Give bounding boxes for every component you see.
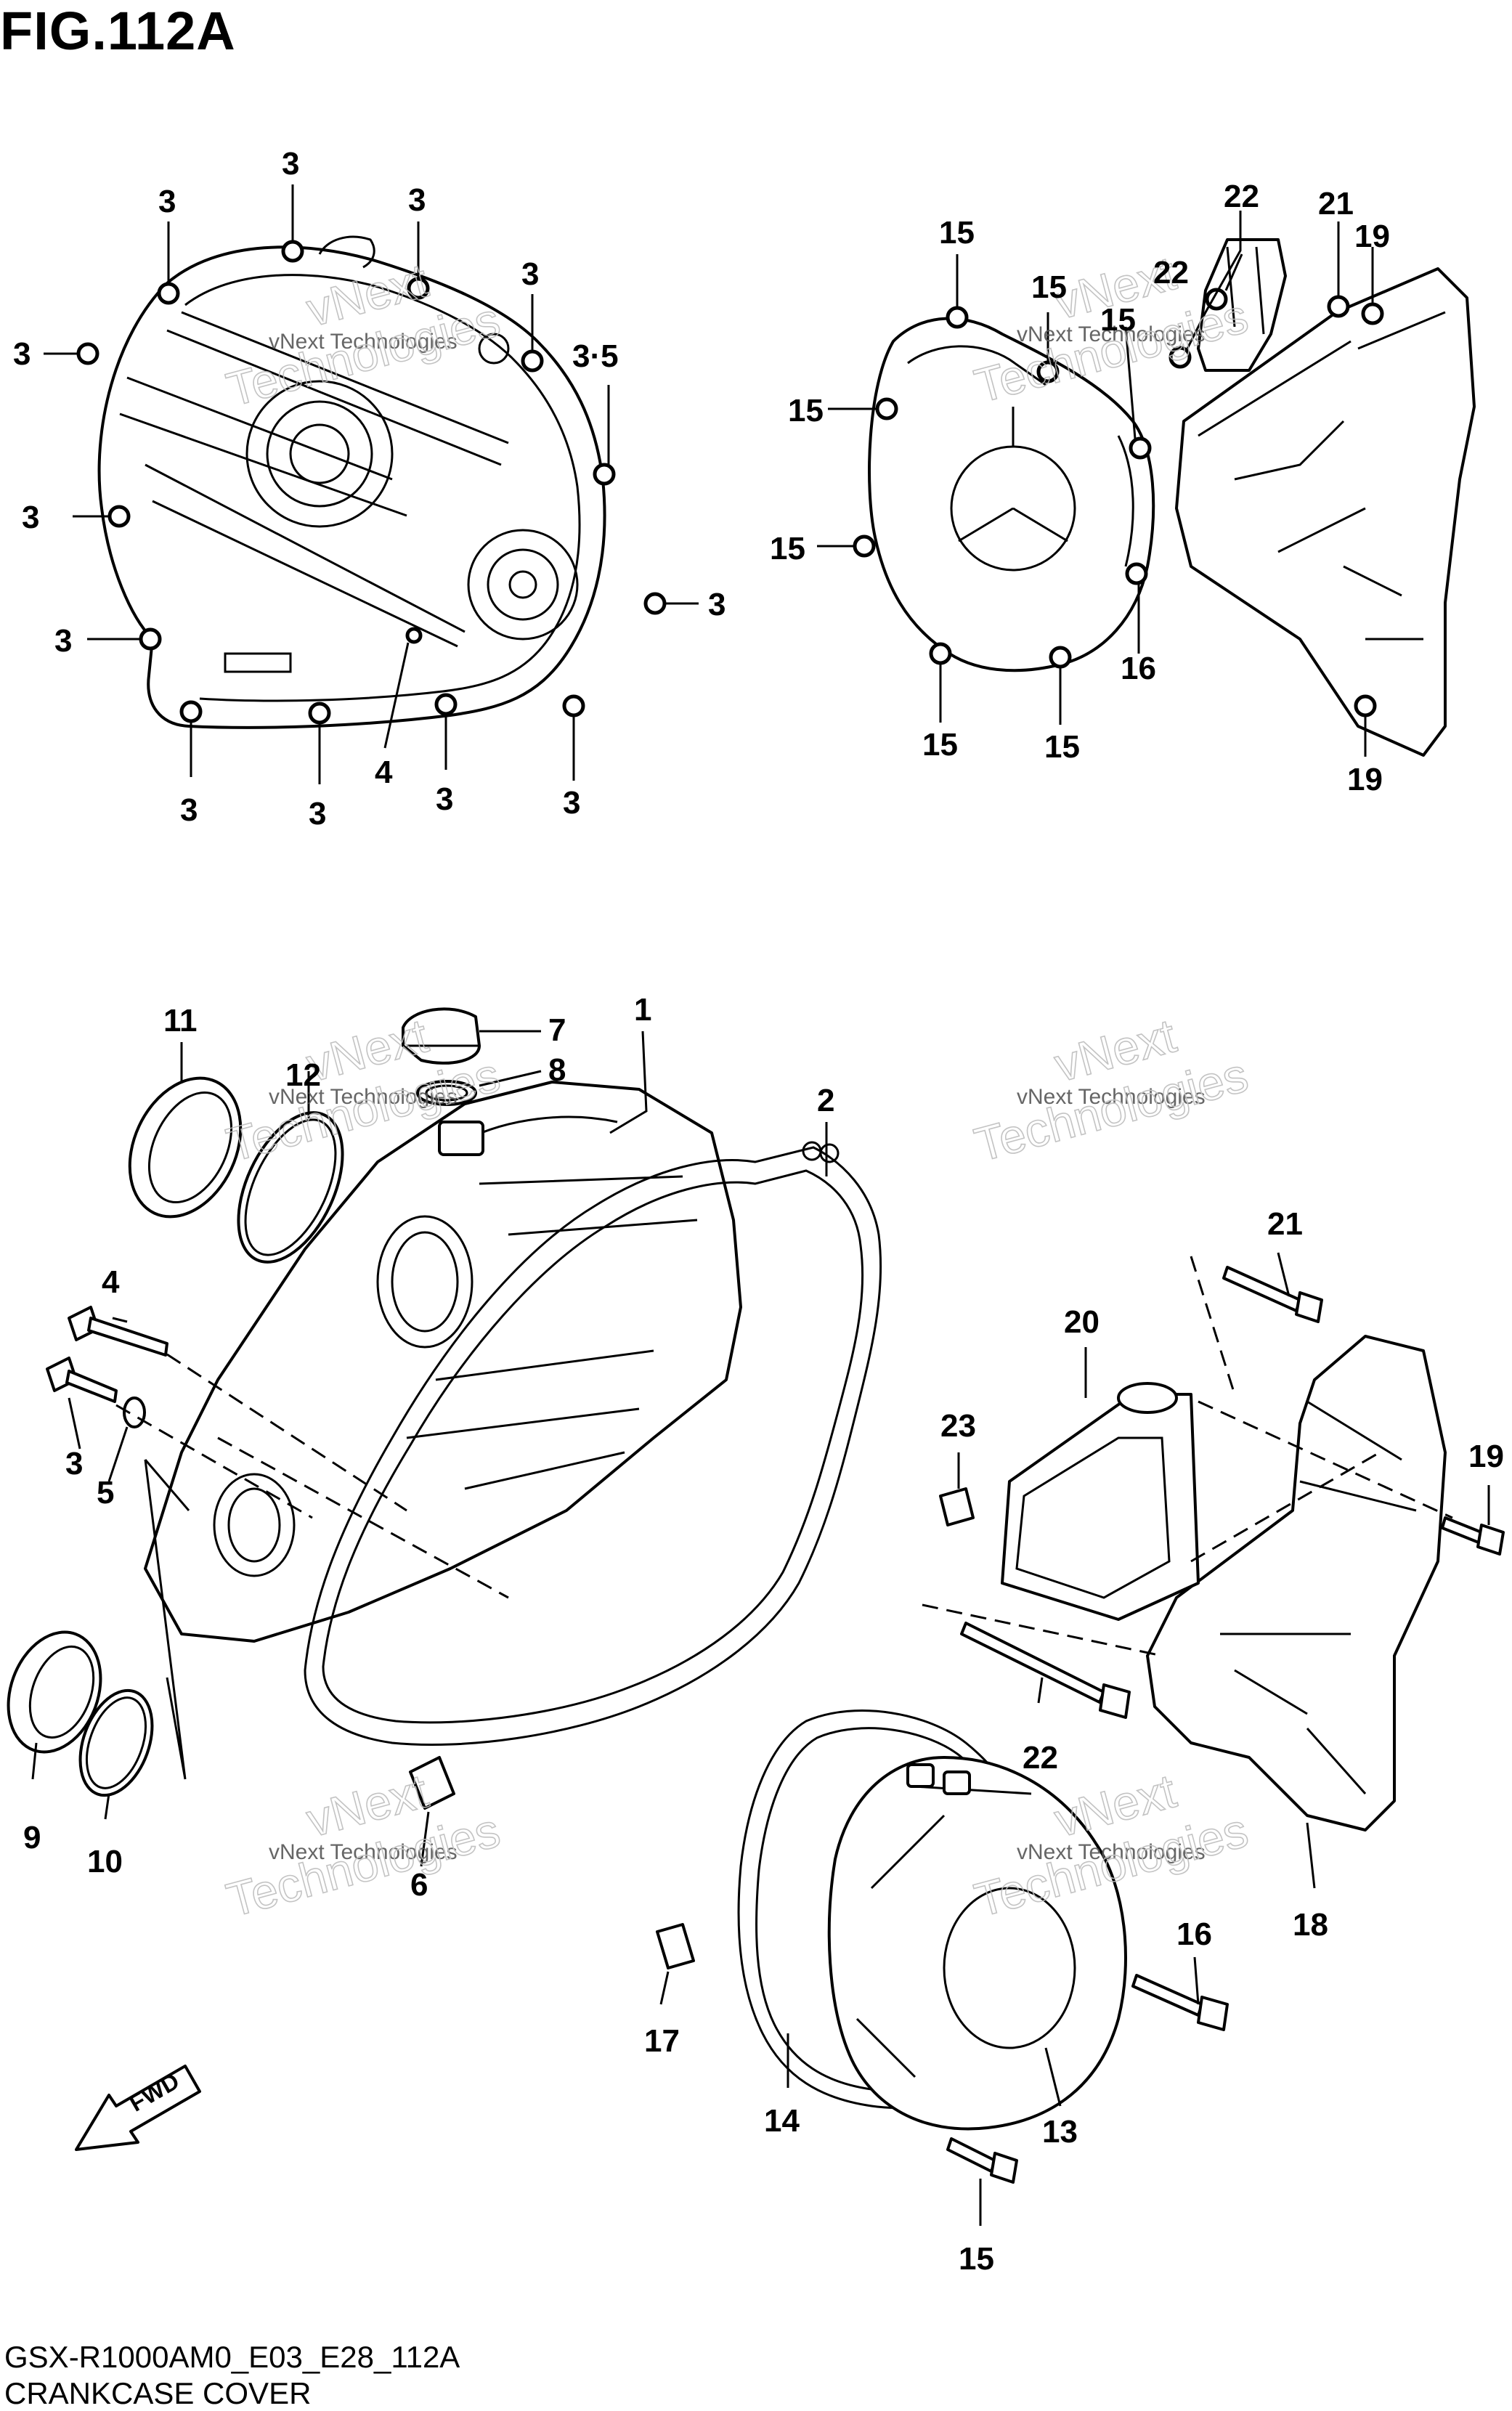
callout-12: 12: [285, 1057, 321, 1093]
callout-21: 21: [1267, 1206, 1303, 1242]
part-8-o-ring: [416, 1080, 477, 1106]
callout-22: 22: [1023, 1740, 1058, 1776]
callout-14: 14: [764, 2103, 800, 2139]
part-13-generator-cover: [827, 1756, 1127, 2131]
callout-15: 15: [1100, 302, 1136, 338]
part-10-o-ring: [78, 1688, 154, 1797]
callout-7: 7: [548, 1012, 566, 1048]
callout-15: 15: [922, 727, 958, 763]
callout-23: 23: [940, 1408, 976, 1444]
callout-5: 5: [97, 1475, 114, 1511]
part-18-bracket: [1146, 1335, 1447, 1831]
callout-15: 15: [770, 531, 805, 566]
callout-3: 3: [158, 184, 176, 219]
callout-15: 15: [788, 393, 824, 428]
part-2-gasket: [304, 1141, 882, 1747]
diagram-code: GSX-R1000AM0_E03_E28_112A: [4, 2340, 460, 2374]
part-4-bolt: [68, 1306, 168, 1357]
callout-19: 19: [1347, 762, 1383, 797]
callout-19: 19: [1468, 1439, 1504, 1474]
callout-13: 13: [1042, 2114, 1078, 2150]
part-19-bolt: [1441, 1516, 1505, 1556]
callout-6: 6: [410, 1867, 428, 1903]
part-22-bolt: [960, 1622, 1131, 1719]
clutch-cover-top-view: [97, 235, 606, 729]
callout-3: 3: [54, 623, 72, 659]
callout-labels: 3 3 3 3 3·5 3 3 3 3 3 3 3 3 4 15 15 15 1…: [13, 146, 1504, 2277]
watermark-text: vNext Technologies: [269, 1085, 458, 1109]
callout-1: 1: [634, 992, 651, 1028]
figure-title: FIG.112A: [0, 1, 236, 61]
callout-16: 16: [1121, 651, 1156, 686]
callout-15: 15: [1031, 269, 1067, 305]
part-7-oil-filler-cap: [402, 1007, 481, 1065]
part-6-dowel: [409, 1756, 455, 1810]
callout-17: 17: [644, 2023, 680, 2059]
callout-22: 22: [1153, 255, 1189, 290]
generator-cover-top-view: [868, 238, 1476, 757]
part-12-o-ring: [237, 1111, 344, 1264]
callout-19: 19: [1354, 219, 1390, 254]
callout-3: 3: [521, 256, 539, 292]
generator-cover-leaders: [817, 211, 1374, 757]
callout-3: 3: [708, 587, 725, 622]
generator-cover-bolts: [853, 288, 1384, 717]
callout-3: 3: [436, 781, 453, 817]
callout-3: 3: [408, 182, 426, 218]
callout-10: 10: [87, 1844, 123, 1879]
part-3-bolt: [46, 1357, 118, 1403]
callout-15: 15: [939, 215, 975, 251]
callout-2: 2: [817, 1083, 834, 1118]
callout-3: 3: [180, 792, 198, 828]
assembly-leader-lines: [31, 1030, 1490, 2226]
forward-direction-arrow: FWD: [75, 2065, 201, 2151]
part-9-oil-seal: [7, 1630, 102, 1754]
callout-18: 18: [1293, 1907, 1328, 1943]
part-11-oil-seal: [128, 1076, 243, 1219]
part-21-bolt: [1222, 1266, 1323, 1323]
callout-3: 3: [65, 1446, 83, 1481]
callout-3: 3: [22, 500, 39, 535]
callout-8: 8: [548, 1052, 566, 1088]
callout-3: 3: [13, 336, 31, 372]
part-23-dowel: [939, 1487, 975, 1526]
callout-9: 9: [23, 1820, 41, 1855]
diagram-name: CRANKCASE COVER: [4, 2376, 312, 2410]
watermark-text: vNext Technologies: [1017, 1085, 1206, 1109]
callout-20: 20: [1064, 1304, 1100, 1340]
callout-3-5: 3·5: [572, 338, 619, 374]
watermark-text: vNext Technologies: [1017, 322, 1206, 346]
part-16-bolt: [1131, 1974, 1229, 2031]
callout-22: 22: [1224, 179, 1259, 214]
clutch-cover-bolts: [76, 240, 667, 725]
callout-4: 4: [102, 1264, 120, 1300]
callout-11: 11: [163, 1003, 198, 1038]
part-20-cover: [1001, 1382, 1200, 1621]
callout-3: 3: [282, 146, 299, 182]
callout-3: 3: [309, 796, 326, 832]
watermark-text: vNext Technologies: [269, 1840, 458, 1864]
part-1-clutch-cover: [144, 1081, 742, 1643]
watermark-text: vNext Technologies: [1017, 1840, 1206, 1864]
clutch-cover-leaders: [44, 184, 699, 784]
callout-16: 16: [1176, 1916, 1212, 1952]
part-17-dowel: [656, 1923, 695, 1969]
watermark-text: vNext Technologies: [269, 330, 458, 354]
part-15-bolt: [946, 2137, 1018, 2184]
callout-3: 3: [563, 785, 580, 821]
callout-15: 15: [1044, 729, 1080, 765]
callout-15: 15: [959, 2241, 994, 2277]
callout-4: 4: [375, 755, 393, 790]
callout-21: 21: [1318, 186, 1354, 221]
